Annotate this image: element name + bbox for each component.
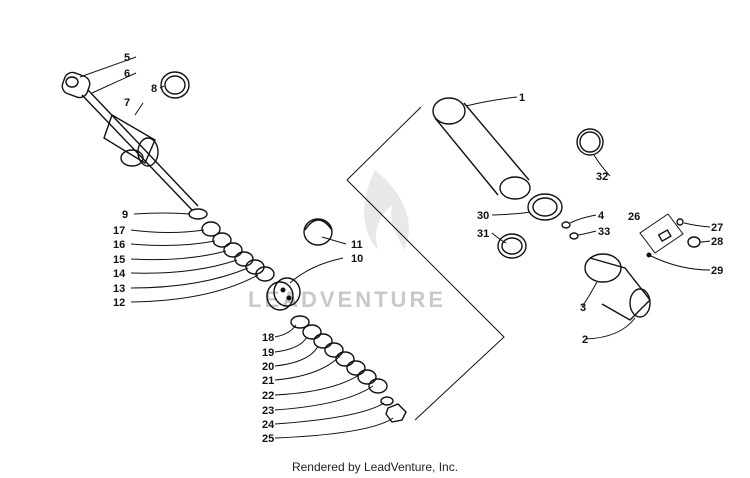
callout-5: 5 bbox=[124, 52, 130, 64]
assembly-bracket-bottom bbox=[346, 179, 505, 421]
callout-30: 30 bbox=[477, 210, 489, 222]
callout-31: 31 bbox=[477, 228, 489, 240]
footer-credit: Rendered by LeadVenture, Inc. bbox=[291, 460, 459, 474]
callout-27: 27 bbox=[711, 222, 723, 234]
callout-32: 32 bbox=[596, 171, 608, 183]
callout-26: 26 bbox=[628, 211, 640, 223]
piston-assembly bbox=[266, 218, 407, 423]
callout-labels: 5 6 8 7 9 17 16 15 14 13 12 11 10 18 19 … bbox=[113, 52, 723, 445]
callout-14: 14 bbox=[113, 268, 126, 280]
callout-23: 23 bbox=[262, 405, 274, 417]
callout-10: 10 bbox=[351, 253, 363, 265]
callout-3: 3 bbox=[580, 302, 586, 314]
watermark-text: LEADVENTURE bbox=[248, 287, 446, 312]
callout-18: 18 bbox=[262, 332, 274, 344]
callout-15: 15 bbox=[113, 254, 125, 266]
callout-33: 33 bbox=[598, 226, 610, 238]
leader-lines bbox=[79, 56, 711, 439]
callout-7: 7 bbox=[124, 97, 130, 109]
callout-11: 11 bbox=[351, 239, 363, 251]
callout-20: 20 bbox=[262, 361, 274, 373]
callout-17: 17 bbox=[113, 225, 125, 237]
callout-24: 24 bbox=[262, 419, 275, 431]
callout-25: 25 bbox=[262, 433, 274, 445]
callout-12: 12 bbox=[113, 297, 125, 309]
callout-22: 22 bbox=[262, 390, 274, 402]
callout-16: 16 bbox=[113, 239, 125, 251]
cylinder-body bbox=[432, 97, 701, 321]
watermark-logo-icon bbox=[364, 170, 409, 250]
callout-21: 21 bbox=[262, 375, 274, 387]
callout-2: 2 bbox=[582, 334, 588, 346]
callout-19: 19 bbox=[262, 347, 274, 359]
callout-6: 6 bbox=[124, 68, 130, 80]
callout-28: 28 bbox=[711, 236, 723, 248]
callout-1: 1 bbox=[519, 92, 525, 104]
callout-29: 29 bbox=[711, 265, 723, 277]
callout-13: 13 bbox=[113, 283, 125, 295]
callout-8: 8 bbox=[151, 83, 157, 95]
shaft-assembly bbox=[61, 71, 275, 282]
assembly-bracket-top bbox=[346, 106, 422, 181]
callout-4: 4 bbox=[598, 210, 605, 222]
callout-9: 9 bbox=[122, 209, 128, 221]
